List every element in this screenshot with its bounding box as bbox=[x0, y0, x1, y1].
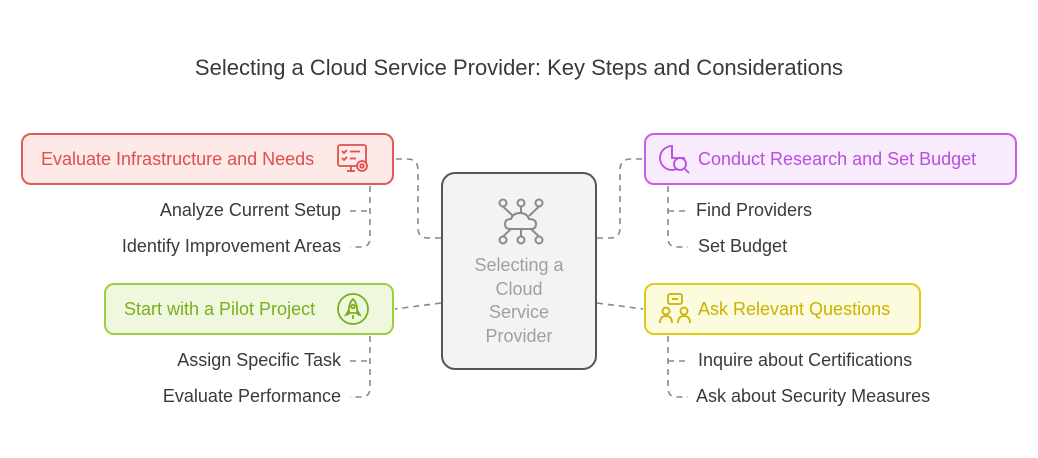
monitor-checklist-gear-icon bbox=[336, 142, 370, 176]
center-label: Selecting a Cloud Service Provider bbox=[474, 255, 564, 346]
rocket-icon bbox=[336, 292, 370, 326]
step-label: Start with a Pilot Project bbox=[124, 298, 316, 319]
step-label: Evaluate Infrastructure and Needs bbox=[41, 148, 315, 169]
step-ask-questions: Ask Relevant Questions bbox=[644, 283, 921, 335]
step-label: Ask Relevant Questions bbox=[698, 298, 891, 319]
connector-research-items bbox=[667, 186, 688, 248]
center-node: Selecting a Cloud Service Provider bbox=[441, 172, 597, 370]
item-analyze-current-setup: Analyze Current Setup bbox=[159, 200, 341, 220]
step-evaluate-infrastructure: Evaluate Infrastructure and Needs bbox=[21, 133, 394, 185]
connector-center-ask bbox=[596, 302, 644, 310]
connector-center-research bbox=[597, 158, 643, 239]
item-assign-specific-task: Assign Specific Task bbox=[177, 350, 341, 370]
step-start-pilot-project: Start with a Pilot Project bbox=[104, 283, 394, 335]
item-find-providers: Find Providers bbox=[696, 200, 813, 220]
diagram-title: Selecting a Cloud Service Provider: Key … bbox=[194, 55, 844, 80]
item-evaluate-performance: Evaluate Performance bbox=[162, 386, 341, 406]
item-inquire-certifications: Inquire about Certifications bbox=[698, 350, 913, 370]
step-label: Conduct Research and Set Budget bbox=[698, 148, 977, 169]
connector-center-infrastructure bbox=[395, 158, 441, 239]
item-set-budget: Set Budget bbox=[698, 236, 788, 256]
people-question-icon bbox=[658, 292, 692, 326]
pie-chart-magnifier-icon bbox=[658, 142, 692, 176]
connector-infrastructure-items bbox=[350, 186, 371, 248]
connector-center-pilot bbox=[394, 302, 442, 310]
connector-pilot-items bbox=[350, 336, 371, 398]
item-ask-security-measures: Ask about Security Measures bbox=[696, 386, 931, 406]
step-conduct-research: Conduct Research and Set Budget bbox=[644, 133, 1017, 185]
cloud-network-icon bbox=[493, 196, 549, 246]
item-identify-improvement-areas: Identify Improvement Areas bbox=[121, 236, 341, 256]
connector-ask-items bbox=[667, 336, 688, 398]
